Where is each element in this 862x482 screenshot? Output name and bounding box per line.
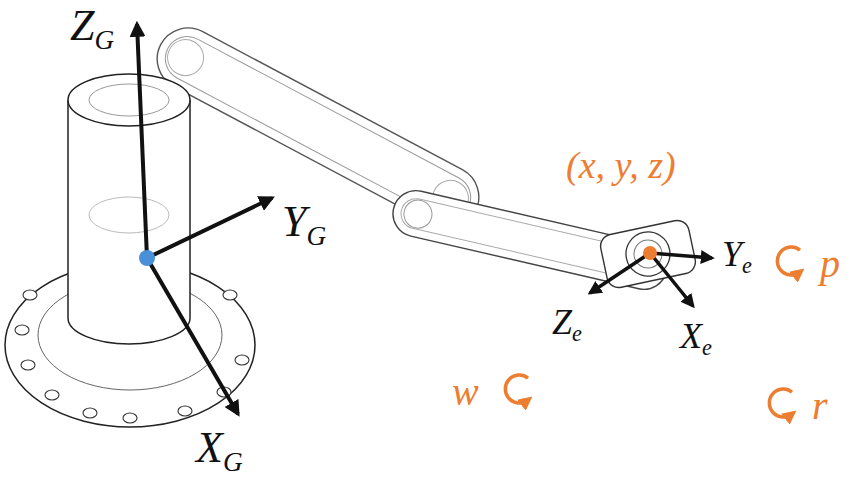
rotation-arrows xyxy=(505,247,800,417)
position-label: (x, y, z) xyxy=(566,146,676,184)
rotation-label: r xyxy=(812,386,828,426)
rotation-label: w xyxy=(452,372,479,412)
axis-label: Ze xyxy=(552,304,582,345)
robot-base xyxy=(5,74,255,427)
end-effector-point xyxy=(643,246,657,260)
axis-label: XG xyxy=(196,426,243,476)
rotation-label: p xyxy=(820,244,840,284)
end-effector-axes xyxy=(590,253,712,306)
global-frame-axes xyxy=(137,24,272,414)
axis-label: Xe xyxy=(680,318,712,359)
axis-label: ZG xyxy=(70,4,114,54)
axis-label: YG xyxy=(282,200,326,250)
axis-label: Ye xyxy=(722,236,752,277)
base-origin xyxy=(139,250,155,266)
